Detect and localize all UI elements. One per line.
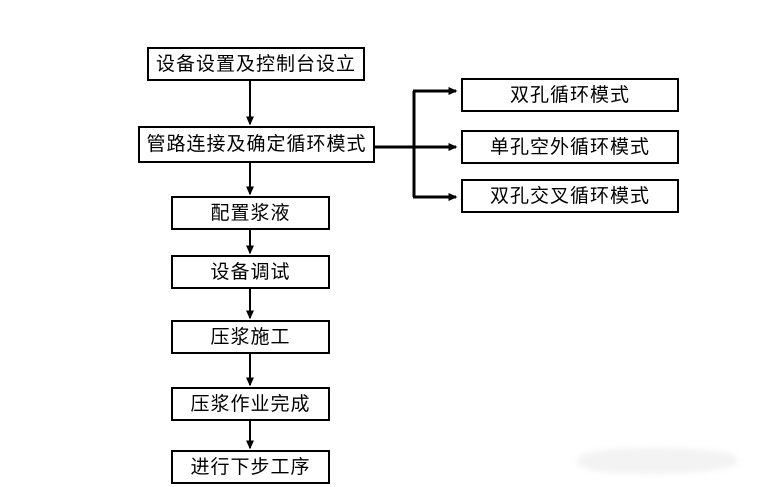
node-next-process-label: 进行下步工序 bbox=[190, 455, 311, 478]
node-equipment-debug-label: 设备调试 bbox=[210, 260, 291, 283]
node-branch-dual-hole-cross-circulation[interactable]: 双孔交叉循环模式 bbox=[461, 179, 679, 213]
node-pipe-connection[interactable]: 管路连接及确定循环模式 bbox=[138, 126, 375, 163]
node-mix-grout[interactable]: 配置浆液 bbox=[171, 196, 330, 230]
node-equipment-debug[interactable]: 设备调试 bbox=[171, 255, 330, 289]
node-branch-single-hole-external-circulation[interactable]: 单孔空外循环模式 bbox=[461, 130, 679, 164]
node-mix-grout-label: 配置浆液 bbox=[210, 201, 291, 224]
node-branch-dual-hole-circulation-label: 双孔循环模式 bbox=[509, 83, 630, 106]
node-grouting-complete[interactable]: 压浆作业完成 bbox=[171, 387, 330, 421]
node-grouting-complete-label: 压浆作业完成 bbox=[190, 392, 311, 415]
node-branch-dual-hole-cross-circulation-label: 双孔交叉循环模式 bbox=[489, 184, 650, 207]
node-branch-single-hole-external-circulation-label: 单孔空外循环模式 bbox=[489, 135, 650, 158]
node-setup[interactable]: 设备设置及控制台设立 bbox=[147, 47, 365, 81]
node-branch-dual-hole-circulation[interactable]: 双孔循环模式 bbox=[461, 78, 679, 112]
node-setup-label: 设备设置及控制台设立 bbox=[155, 52, 356, 75]
node-pipe-connection-label: 管路连接及确定循环模式 bbox=[146, 133, 367, 155]
node-grouting-construction-label: 压浆施工 bbox=[210, 325, 291, 348]
watermark bbox=[578, 448, 738, 474]
node-next-process[interactable]: 进行下步工序 bbox=[171, 450, 330, 484]
node-grouting-construction[interactable]: 压浆施工 bbox=[171, 320, 330, 354]
